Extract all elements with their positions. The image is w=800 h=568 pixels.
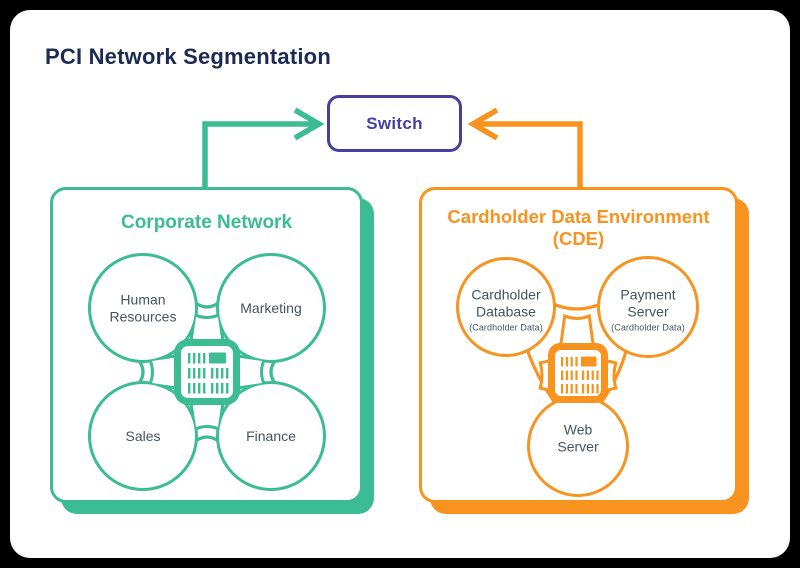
node-sales: Sales [125, 427, 161, 444]
node-human-resources: Human Resources [109, 291, 177, 325]
page-title: PCI Network Segmentation [45, 44, 331, 69]
node-marketing: Marketing [240, 299, 302, 316]
node-cardholder-database-sub: (Cardholder Data) [469, 322, 543, 333]
switch-box: Switch [327, 95, 462, 152]
cde-title: Cardholder Data Environment (CDE) [422, 206, 735, 250]
corporate-network-title: Corporate Network [120, 212, 293, 233]
cde-title-line2: (CDE) [552, 228, 605, 249]
node-web-server: Web Server [557, 421, 599, 455]
cde-zone: Cardholder Data Environment (CDE) [419, 187, 738, 503]
node-payment-server-sub: (Cardholder Data) [611, 322, 685, 333]
switch-label: Switch [366, 113, 423, 133]
node-finance: Finance [246, 427, 296, 444]
cde-title-line1: Cardholder Data Environment [447, 206, 710, 227]
node-cardholder-database: Cardholder Database (Cardholder Data) [469, 286, 543, 333]
node-payment-server: Payment Server (Cardholder Data) [611, 286, 685, 333]
corporate-network-zone: Corporate Network [50, 187, 363, 503]
